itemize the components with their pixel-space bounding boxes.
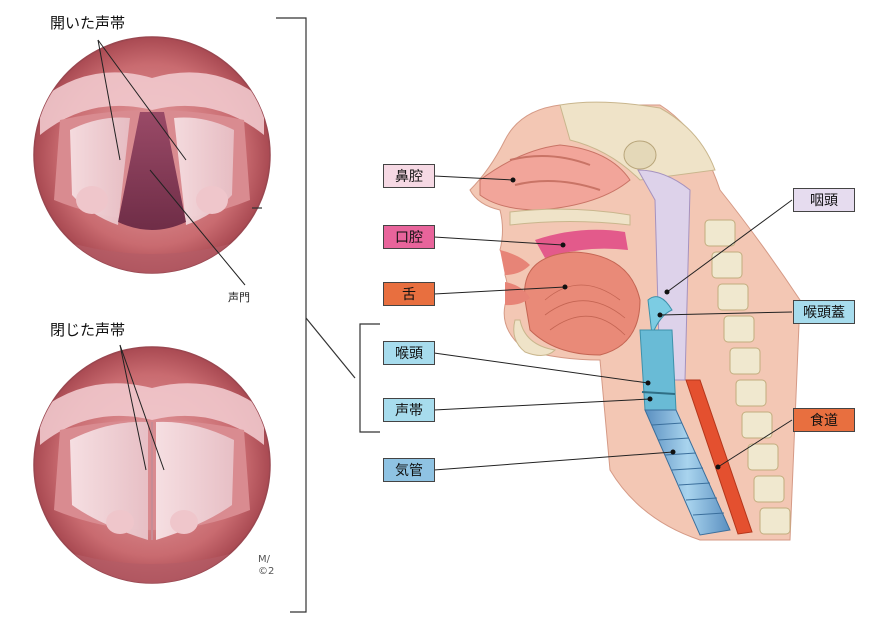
label-vocal-folds: 声帯 xyxy=(383,398,435,422)
label-larynx: 喉頭 xyxy=(383,341,435,365)
label-trachea: 気管 xyxy=(383,458,435,482)
spine-vertebrae xyxy=(704,219,791,535)
closed-vocal-folds-illustration xyxy=(33,346,271,584)
open-vocal-folds-caption: 開いた声帯 xyxy=(50,14,126,32)
copyright-line1: M/ xyxy=(258,554,270,565)
open-vocal-folds-illustration xyxy=(33,36,271,274)
glottis-caption: 声門 xyxy=(228,291,250,304)
circle-leader-lines xyxy=(97,39,246,471)
label-leader-lines xyxy=(433,175,793,471)
label-epiglottis: 喉頭蓋 xyxy=(793,300,855,324)
closed-vocal-folds-caption: 閉じた声帯 xyxy=(50,321,126,339)
trachea-rings xyxy=(651,422,725,516)
bracket-left xyxy=(252,17,356,613)
bracket-larynx xyxy=(359,323,380,433)
sagittal-head-illustration xyxy=(469,101,801,541)
label-esophagus: 食道 xyxy=(793,408,855,432)
leader-dots xyxy=(510,177,721,470)
label-tongue: 舌 xyxy=(383,282,435,306)
label-oral-cavity: 口腔 xyxy=(383,225,435,249)
label-pharynx: 咽頭 xyxy=(793,188,855,212)
label-nasal-cavity: 鼻腔 xyxy=(383,164,435,188)
copyright-line2: ©2 xyxy=(258,566,275,577)
